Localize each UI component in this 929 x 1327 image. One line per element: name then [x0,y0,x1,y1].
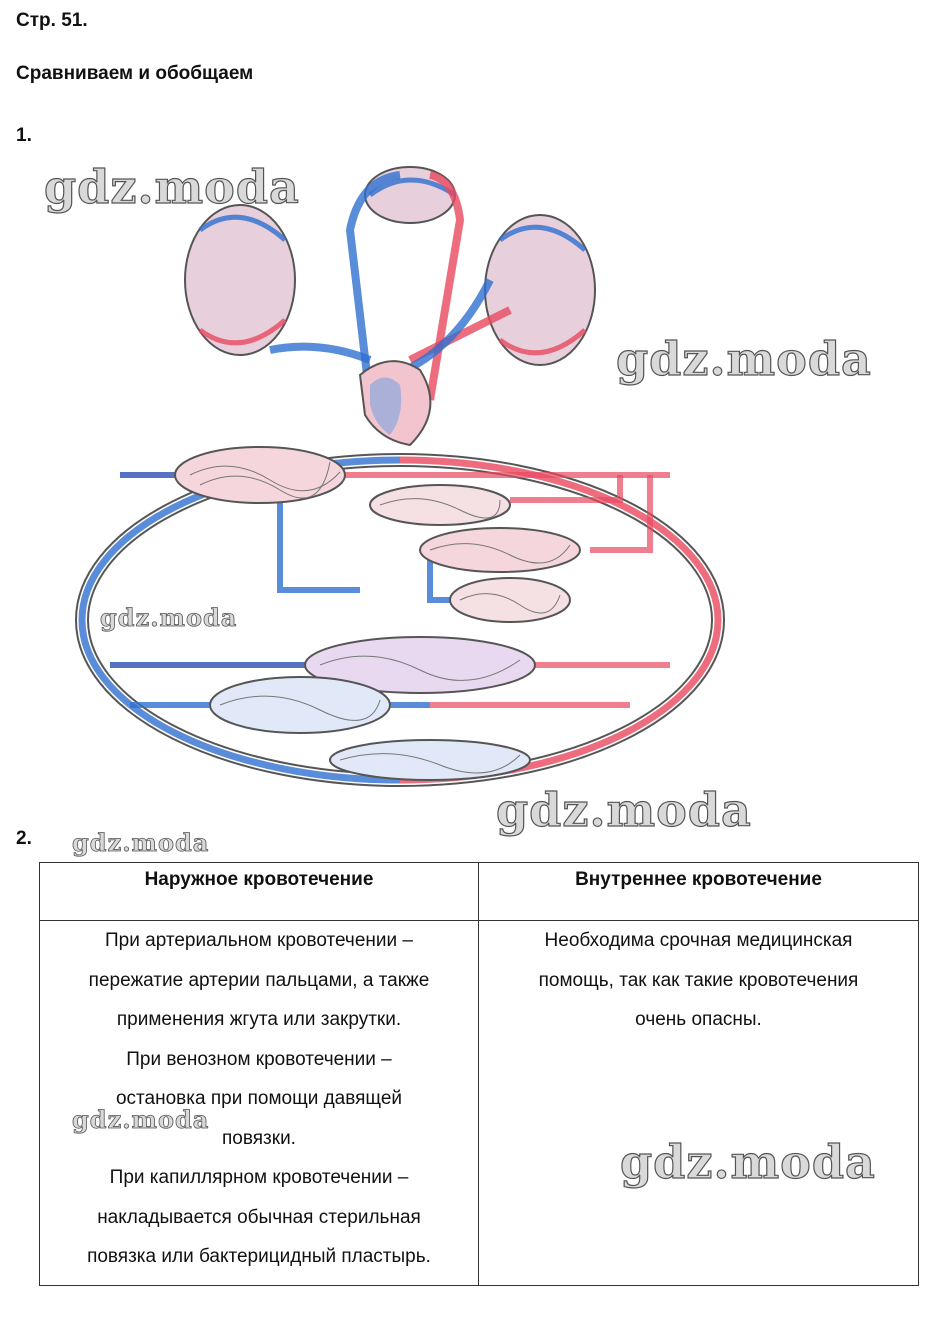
cell-text-line: При артериальном кровотечении – [105,930,413,951]
cell-internal-bleeding: Необходима срочная медицинская помощь, т… [478,920,919,1286]
watermark: gdz.moda [495,782,752,837]
bleeding-table: Наружное кровотечение Внутреннее кровоте… [39,862,919,1286]
header-internal-bleeding: Внутреннее кровотечение [478,862,919,921]
table-row: При артериальном кровотечении – пережати… [39,920,919,1286]
watermark: gdz.moda [43,159,300,214]
task-number-2: 2. [16,828,32,849]
circulatory-system-diagram [75,166,725,787]
task-number-1: 1. [16,125,32,146]
page-reference: Стр. 51. [16,10,88,31]
watermark: gdz.moda [615,331,872,386]
cell-text-line: накладывается обычная стерильная [97,1206,421,1228]
cell-text-line: Необходима срочная медицинская [544,930,853,951]
cell-text-line: повязки. [222,1127,296,1149]
section-title: Сравниваем и обобщаем [16,63,254,84]
cell-text-line: пережатие артерии пальцами, а также [88,969,430,991]
cell-text-line: применения жгута или закрутки. [116,1009,402,1030]
cell-external-bleeding: При артериальном кровотечении – пережати… [39,920,479,1286]
cell-text-line: При венозном кровотечении – [126,1048,392,1070]
watermark: gdz.moda [100,603,238,633]
watermark: gdz.moda [619,1134,876,1189]
cell-text-line: помощь, так как такие кровотечения [538,969,859,991]
watermark: gdz.moda [72,828,210,858]
cell-text-line: остановка при помощи давящей [115,1088,403,1109]
watermark: gdz.moda [72,1105,210,1135]
cell-text-line: очень опасны. [635,1009,762,1030]
cell-text-line: При капиллярном кровотечении – [109,1167,409,1188]
header-external-bleeding: Наружное кровотечение [39,862,479,921]
table-header-row: Наружное кровотечение Внутреннее кровоте… [39,862,919,921]
cell-text-line: повязка или бактерицидный пластырь. [87,1246,431,1267]
